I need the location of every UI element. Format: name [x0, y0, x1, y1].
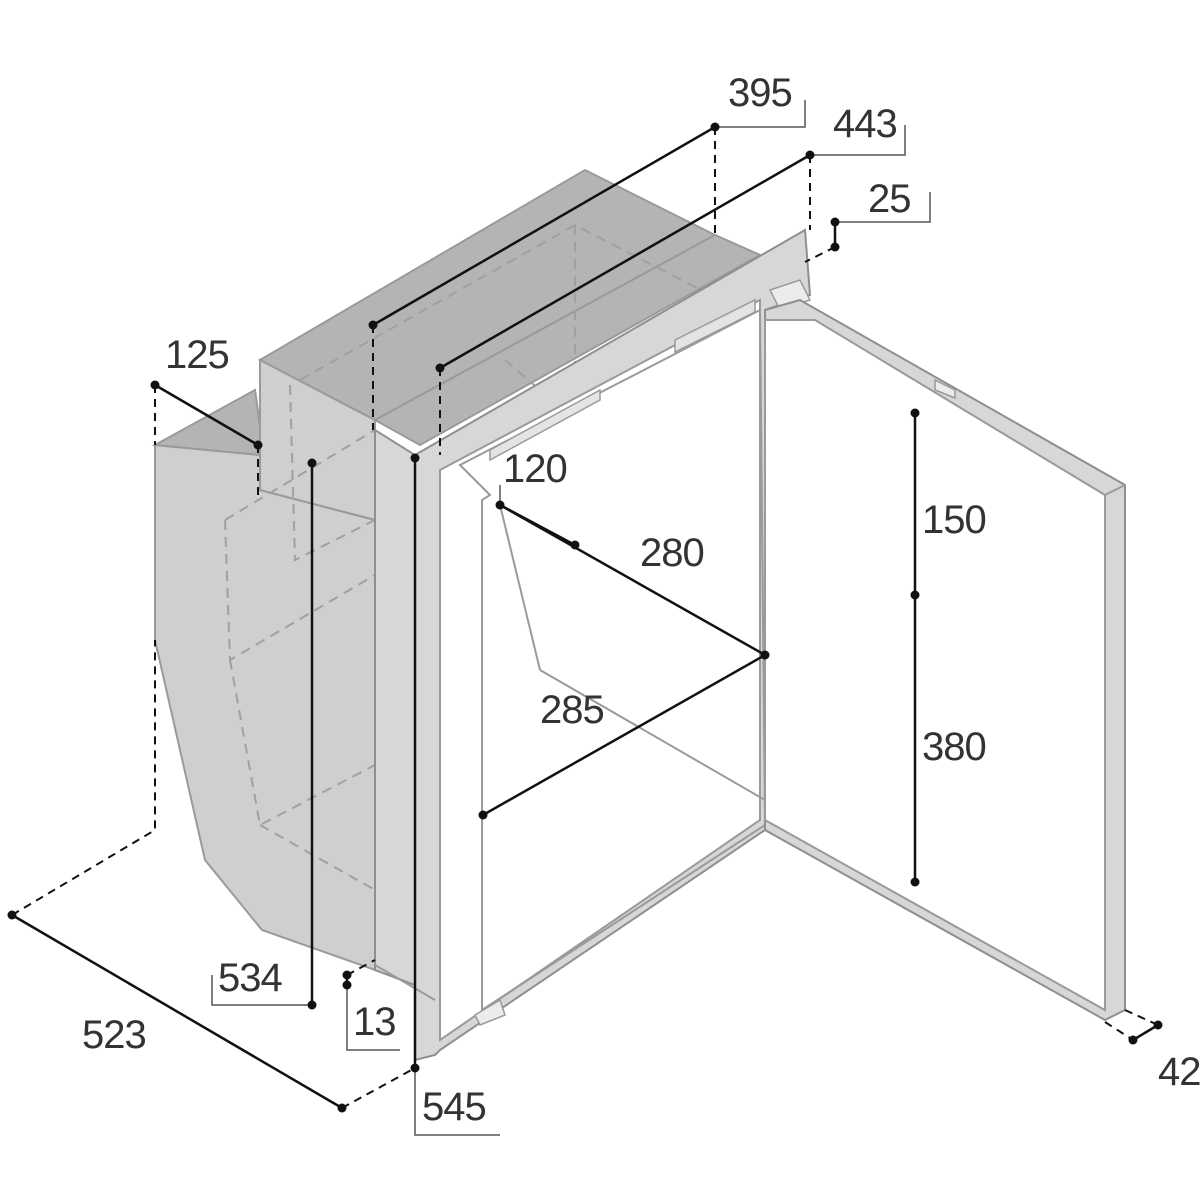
dim-label-443: 443 — [833, 102, 897, 146]
dim-label-150: 150 — [922, 498, 986, 542]
dimension-labels: 395 443 25 125 120 280 150 285 380 534 1… — [82, 71, 1200, 1129]
dim-label-285: 285 — [540, 688, 604, 732]
dim-label-25: 25 — [868, 177, 911, 221]
dim-label-125: 125 — [165, 333, 229, 377]
dim-label-395: 395 — [728, 71, 792, 115]
dim-label-120: 120 — [503, 447, 567, 491]
cabinet-body — [151, 168, 763, 972]
front-frame — [374, 228, 812, 1062]
dim-label-380: 380 — [922, 725, 986, 769]
dim-label-534: 534 — [218, 956, 282, 1000]
open-door — [764, 298, 1126, 1022]
dim-label-280: 280 — [640, 531, 704, 575]
dim-label-13: 13 — [353, 1000, 396, 1044]
dimension-dots — [7, 122, 1163, 1113]
dim-label-523: 523 — [82, 1013, 146, 1057]
dim-label-545: 545 — [422, 1085, 486, 1129]
interior-lines — [499, 504, 766, 801]
dim-label-42: 42 — [1158, 1050, 1200, 1094]
dimension-lines — [11, 100, 1159, 1136]
